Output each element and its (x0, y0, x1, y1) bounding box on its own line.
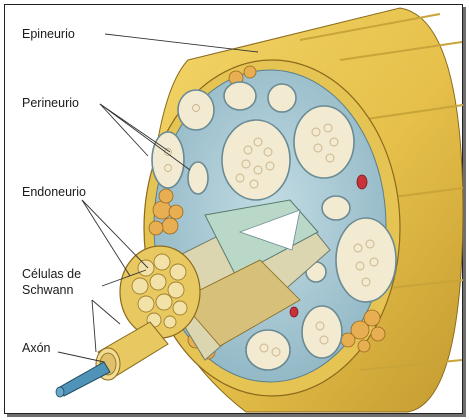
label-epineurio: Epineurio (22, 27, 75, 41)
label-axon: Axón (22, 341, 51, 355)
fascicle-axons (164, 104, 379, 357)
label-endoneurio: Endoneurio (22, 185, 86, 199)
fascicles (151, 81, 397, 371)
endoneurium-tube (149, 199, 331, 361)
label-perineurio: Perineurio (22, 96, 79, 110)
schwann-cluster (119, 245, 201, 339)
label-celulas-line2: Schwann (22, 283, 73, 297)
leader-lines (57, 33, 259, 363)
label-celulas-line1: Células de (22, 267, 81, 281)
axon-myelin (55, 321, 169, 398)
